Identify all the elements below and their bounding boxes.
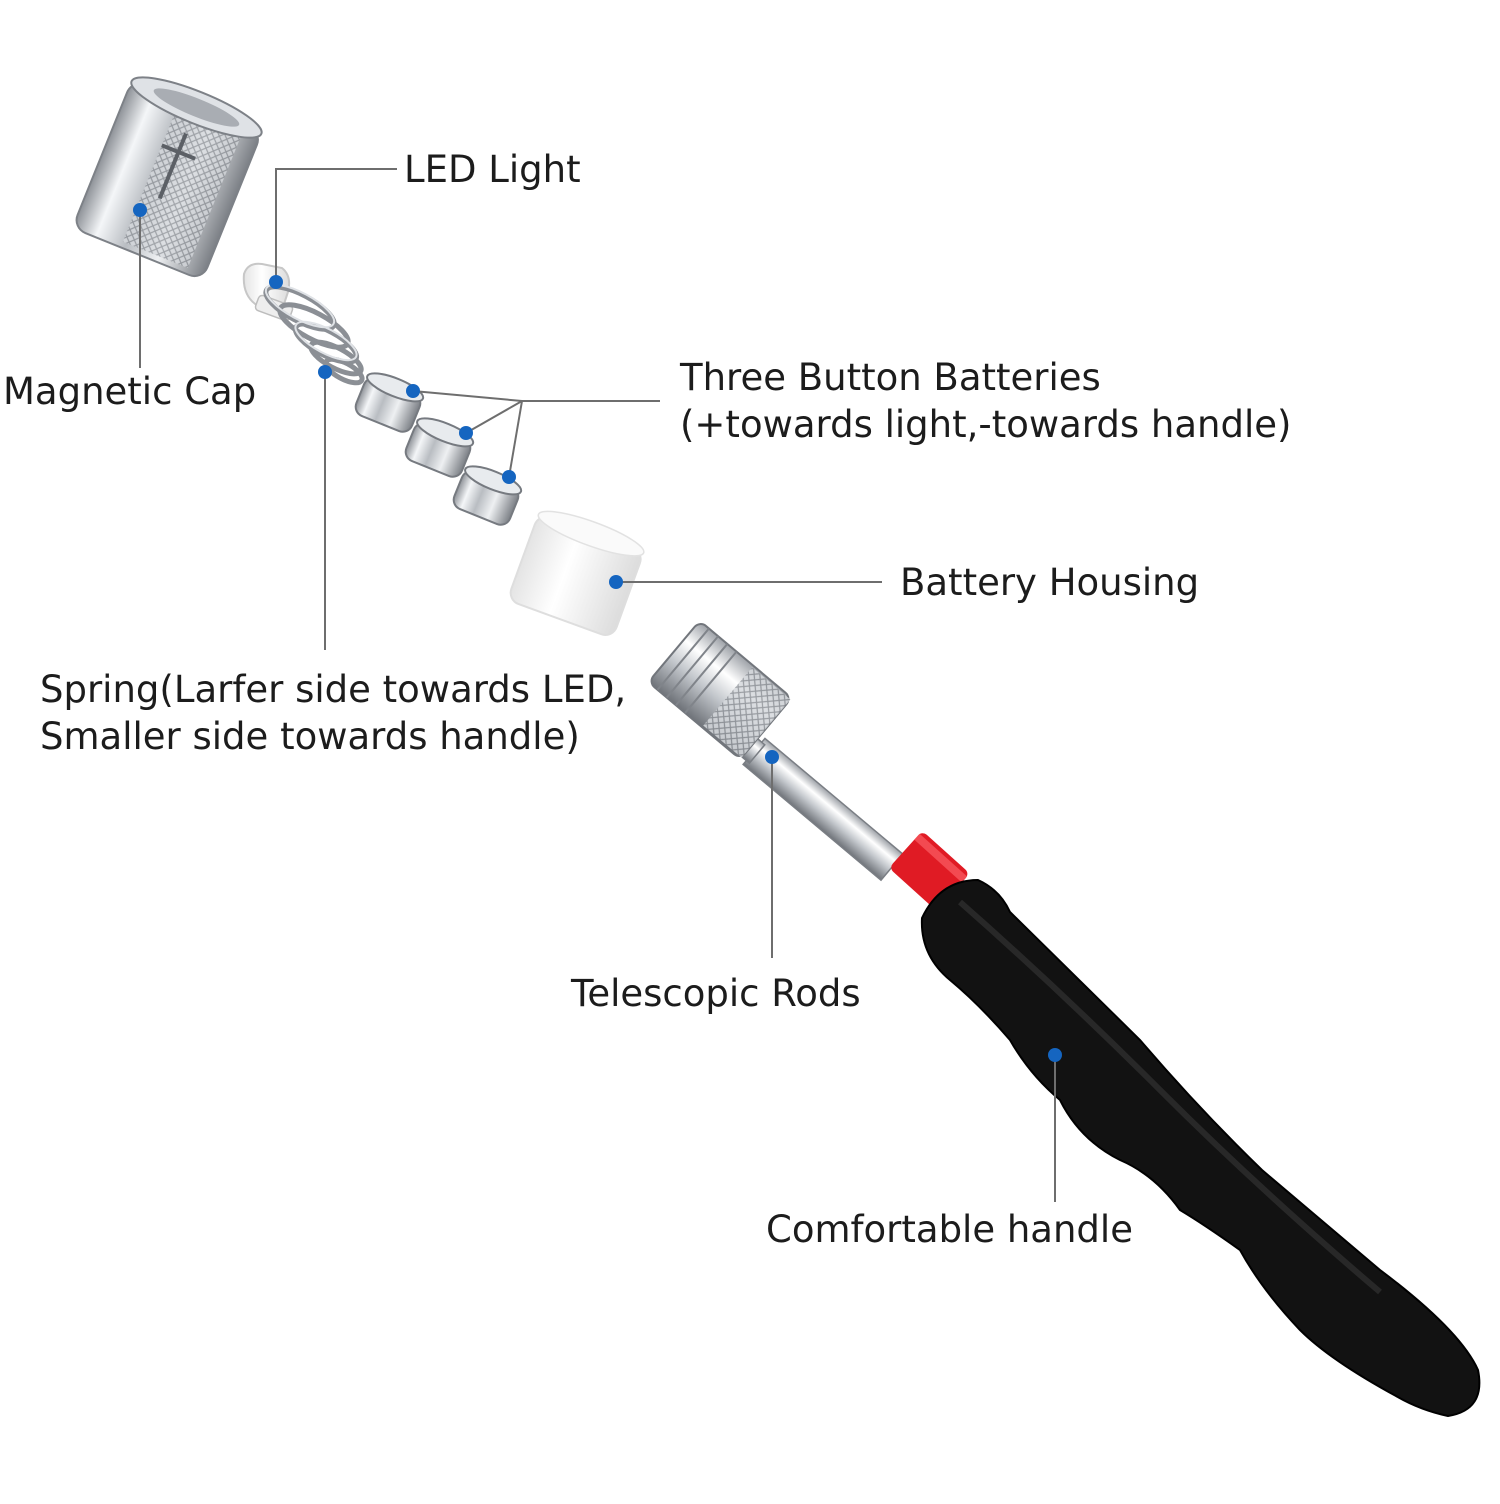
- marker-comfortable-handle: [1048, 1048, 1062, 1062]
- marker-battery-1: [406, 384, 420, 398]
- label-comfortable-handle-text: Comfortable handle: [766, 1208, 1133, 1251]
- label-batteries-line1: Three Button Batteries: [680, 356, 1101, 399]
- marker-battery-housing: [609, 575, 623, 589]
- handle-assembly: [650, 623, 1481, 1418]
- label-telescopic-rods: Telescopic Rods: [571, 970, 861, 1017]
- comfortable-handle-part: [920, 878, 1481, 1418]
- marker-led-light: [269, 275, 283, 289]
- label-battery-housing: Battery Housing: [900, 559, 1199, 606]
- label-spring-line1: Spring(Larfer side towards LED,: [40, 668, 627, 711]
- threaded-head-part: [650, 623, 791, 758]
- label-battery-housing-text: Battery Housing: [900, 561, 1200, 604]
- magnetic-cap-part: [75, 76, 263, 278]
- label-batteries-line2: (+towards light,-towards handle): [680, 403, 1292, 446]
- button-battery-1: [354, 372, 425, 433]
- label-spring-line2: Smaller side towards handle): [40, 715, 580, 758]
- label-telescopic-rods-text: Telescopic Rods: [571, 972, 861, 1015]
- marker-battery-3: [502, 470, 516, 484]
- label-led-light-text: LED Light: [404, 148, 581, 191]
- label-spring: Spring(Larfer side towards LED, Smaller …: [40, 666, 626, 760]
- button-battery-2: [404, 417, 475, 478]
- button-battery-3: [452, 465, 523, 526]
- label-button-batteries: Three Button Batteries (+towards light,-…: [680, 354, 1291, 448]
- label-magnetic-cap-text: Magnetic Cap: [3, 370, 257, 413]
- label-comfortable-handle: Comfortable handle: [766, 1206, 1133, 1253]
- marker-battery-2: [459, 426, 473, 440]
- marker-spring: [318, 365, 332, 379]
- leader-lines: [139, 168, 1056, 1202]
- marker-telescopic-rods: [765, 750, 779, 764]
- label-magnetic-cap: Magnetic Cap: [3, 368, 256, 415]
- label-led-light: LED Light: [404, 146, 581, 193]
- battery-housing-part: [509, 510, 645, 636]
- marker-magnetic-cap: [133, 203, 147, 217]
- marker-dots: [133, 203, 1062, 1062]
